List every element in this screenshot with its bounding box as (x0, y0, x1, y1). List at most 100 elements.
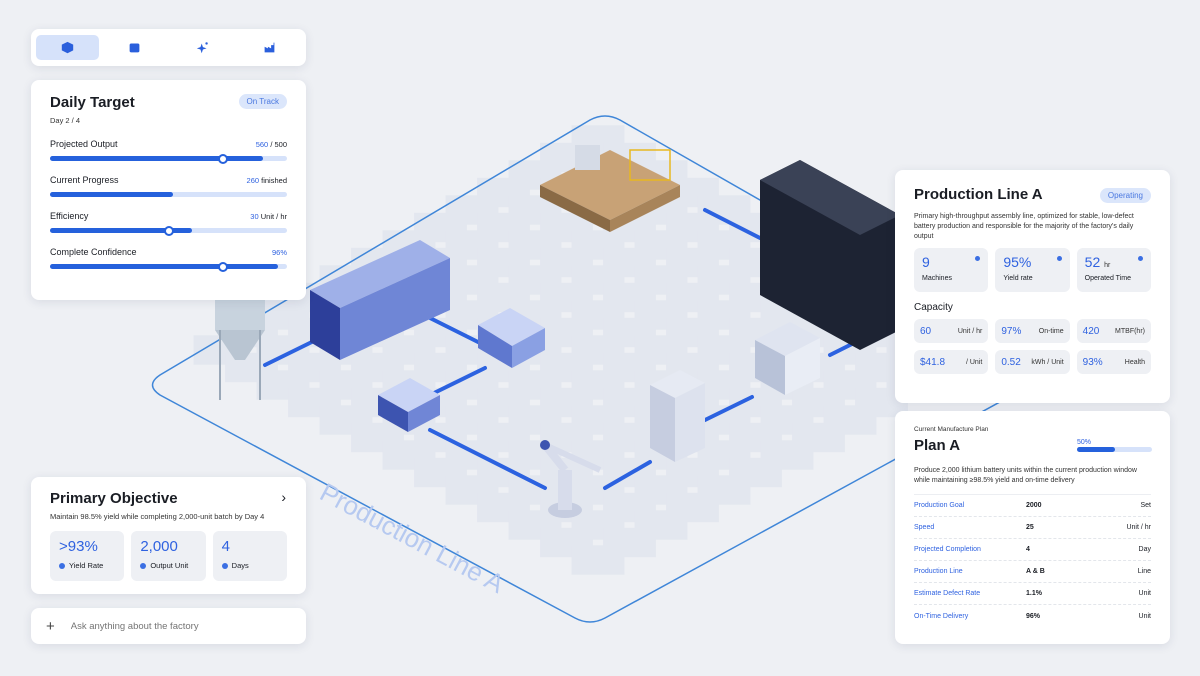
plan-label: Current Manufacture Plan (914, 426, 989, 433)
manufacture-plan-panel: Current Manufacture Plan Plan A 50% Prod… (895, 411, 1170, 644)
metric-fill (50, 264, 278, 269)
capacity-value: 0.52 (1001, 356, 1021, 368)
capacity-value: 420 (1082, 325, 1100, 337)
metric-0: Projected Output 560 / 500 (50, 139, 287, 164)
slider-knob[interactable] (163, 225, 174, 236)
plan-row-unit: Unit / hr (1126, 524, 1151, 531)
slider-knob[interactable] (218, 153, 228, 164)
plan-row-unit: Day (1138, 546, 1151, 553)
info-icon (1056, 256, 1062, 261)
sparkle-icon (196, 42, 208, 54)
metric-label: Complete Confidence (50, 247, 137, 257)
plan-row-key: Estimate Defect Rate (914, 590, 981, 597)
plan-progress: 50% (1077, 439, 1152, 452)
kpi-value: 9 (922, 254, 930, 270)
factory-icon (264, 42, 275, 53)
metric-value: 96% (271, 248, 287, 257)
roller-machine-1 (478, 308, 545, 368)
roller-machine-2 (378, 378, 440, 432)
plan-row-key: Production Goal (914, 502, 965, 509)
kpi-unit: hr (1104, 262, 1111, 269)
conveyor-link (703, 208, 762, 240)
toolbar-factory-button[interactable] (238, 35, 301, 60)
plan-row-value: 1.1% (1026, 590, 1042, 597)
metric-unit: Unit / hr (260, 212, 287, 221)
toolbar-folder-button[interactable] (103, 35, 166, 60)
metric-slider[interactable] (50, 192, 287, 197)
toolbar-ai-button[interactable] (171, 35, 234, 60)
ask-input[interactable] (70, 620, 271, 632)
capacity-heading: Capacity (914, 302, 953, 313)
stat-label: Days (231, 561, 249, 570)
plan-row-value: 96% (1026, 612, 1041, 620)
panel-title: Primary Objective (50, 490, 178, 507)
capacity-item: 93% Health (1076, 350, 1151, 374)
kpi-value: 95% (1003, 254, 1032, 270)
plan-progress-label: 50% (1077, 439, 1092, 446)
folder-icon (130, 43, 140, 53)
plan-row-unit: Unit (1138, 590, 1151, 597)
control-cabinet-machine (310, 240, 450, 360)
metric-label: Projected Output (50, 139, 118, 149)
objective-desc: Maintain 98.5% yield while completing 2,… (50, 512, 265, 521)
plan-row-key: On-Time Delivery (914, 612, 969, 620)
toolbar-3d-view-button[interactable] (36, 35, 100, 60)
slider-knob[interactable] (218, 261, 228, 272)
packing-station (540, 145, 680, 232)
status-badge: On Track (238, 94, 287, 109)
capacity-value: 93% (1082, 356, 1103, 368)
plan-row-key: Projected Completion (914, 546, 981, 553)
kpi-card: 95% Yield rate (995, 248, 1070, 292)
plan-desc: Produce 2,000 lithium battery units with… (914, 467, 1137, 484)
conveyor-links (263, 208, 870, 490)
conveyor-link (428, 316, 482, 345)
plan-row-unit: Set (1140, 502, 1151, 509)
info-icon (975, 256, 981, 261)
plan-row-value: 4 (1026, 546, 1030, 553)
metric-slider[interactable] (50, 225, 287, 236)
view-toolbar (31, 29, 306, 66)
stat-value: 4 (221, 538, 230, 555)
metric-label: Current Progress (50, 175, 119, 185)
production-line-panel: Production Line A Operating Primary high… (895, 170, 1170, 403)
ask-bar: + (31, 608, 306, 644)
kpi-label: Machines (922, 275, 952, 282)
chevron-right-icon[interactable]: › (281, 489, 286, 505)
plan-row-value: A & B (1026, 568, 1045, 575)
metric-unit: / 500 (270, 140, 287, 149)
plus-icon[interactable]: + (46, 617, 55, 635)
capacity-label: Unit / hr (957, 327, 983, 335)
capacity-value: 60 (920, 325, 932, 337)
plan-row-key: Speed (914, 524, 935, 531)
plan-row-value: 2000 (1026, 502, 1042, 509)
metric-slider[interactable] (50, 153, 287, 164)
plan-row: Production Goal 2000 Set (914, 495, 1151, 517)
stat-value: 2,000 (140, 538, 178, 555)
floor-outline (151, 115, 1049, 623)
badge-icon (59, 562, 65, 569)
stat-value: >93% (59, 538, 98, 555)
kpi-value: 52 (1084, 254, 1101, 270)
badge-icon (140, 562, 147, 569)
day-label: Day 2 / 4 (50, 116, 81, 125)
metric-slider[interactable] (50, 261, 287, 272)
kpi-label: Yield rate (1003, 275, 1033, 282)
plan-row-value: 25 (1026, 524, 1034, 531)
oven-machine (755, 322, 820, 395)
server-racks (760, 160, 900, 350)
stat-label: Output Unit (150, 561, 189, 570)
capacity-label: Health (1124, 358, 1145, 366)
metric-value: 560 (255, 140, 269, 149)
metric-value: 30 (250, 212, 259, 221)
panel-title: Daily Target (50, 94, 135, 111)
capacity-item: $41.8/ Unit (914, 350, 989, 374)
primary-objective-panel: Primary Objective › Maintain 98.5% yield… (31, 477, 306, 594)
daily-target-panel: Daily Target On Track Day 2 / 4 Projecte… (31, 80, 306, 300)
